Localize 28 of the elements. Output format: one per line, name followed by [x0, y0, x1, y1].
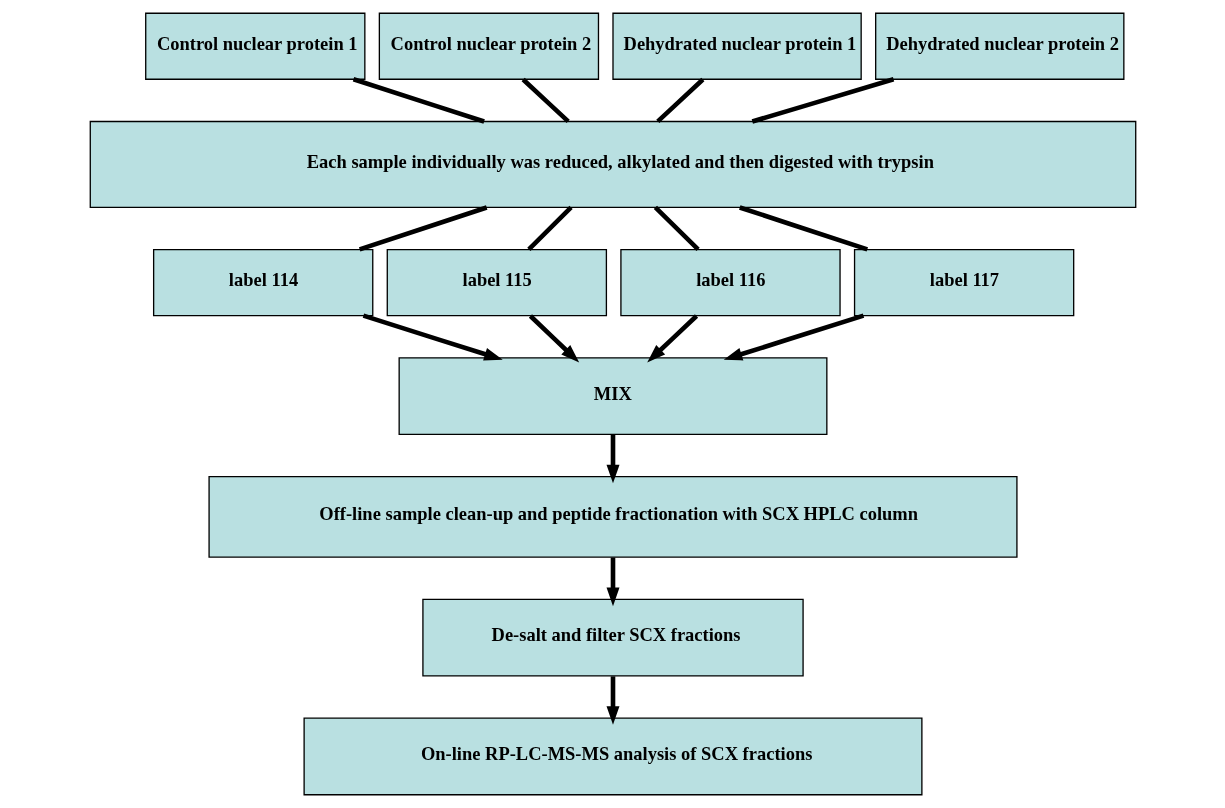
arrow [606, 434, 619, 484]
node-box: Each sample individually was reduced, alkylated and then digested with trypsin [89, 120, 1136, 208]
connector [655, 77, 704, 124]
node-box: label 114 [152, 248, 373, 317]
node-box: label 117 [853, 248, 1074, 317]
arrow [362, 313, 503, 361]
connector [526, 205, 573, 252]
arrow [528, 314, 579, 363]
node-box: label 115 [386, 248, 607, 317]
node-box: Off-line sample clean-up and peptide fractionation with SCX HPLC column [207, 475, 1018, 558]
node-box: Dehydrated nuclear protein 2 [874, 12, 1124, 80]
node-box: Control nuclear protein 2 [378, 12, 599, 80]
arrow [723, 313, 864, 361]
connector [653, 205, 700, 252]
node-box: label 116 [619, 248, 841, 317]
node-box: MIX [398, 357, 827, 436]
node-box: De-salt and filter SCX fractions [421, 598, 804, 677]
arrow [606, 676, 619, 725]
node-box: Dehydrated nuclear protein 1 [611, 12, 862, 80]
connector [352, 77, 485, 124]
arrow [606, 557, 619, 607]
connector [751, 77, 894, 124]
connector [738, 205, 868, 252]
node-box: Control nuclear protein 1 [144, 12, 365, 80]
connector [521, 77, 570, 124]
node-box: On-line RP-LC-MS-MS analysis of SCX fractions [302, 717, 923, 796]
connector [358, 205, 487, 252]
arrow [646, 314, 698, 363]
